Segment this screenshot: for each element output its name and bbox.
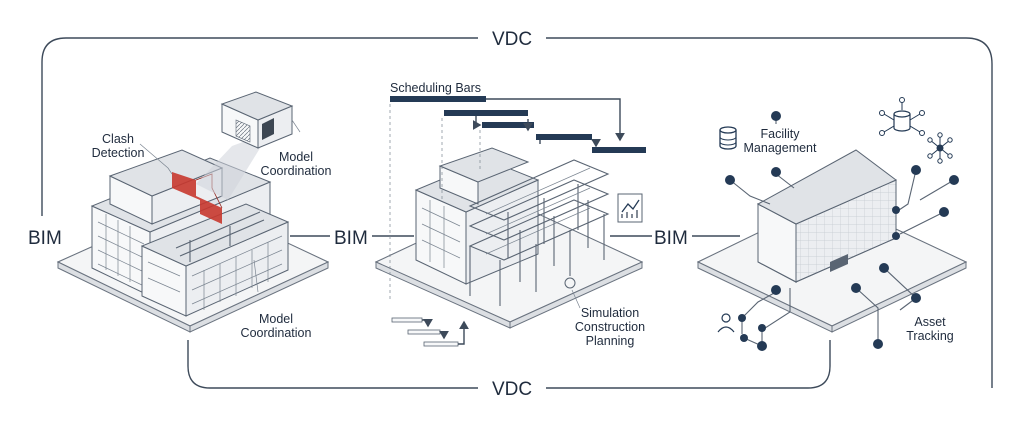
model-coordination-bottom-line1: Model xyxy=(259,312,293,326)
network-node xyxy=(939,207,949,217)
network-node xyxy=(879,263,889,273)
clash-label-line2: Detection xyxy=(92,146,145,160)
model-coordination-top-line1: Model xyxy=(279,150,313,164)
network-node xyxy=(771,111,781,121)
detail-box xyxy=(220,91,294,149)
clash-label-line1: Clash xyxy=(102,132,134,146)
person-icon xyxy=(717,313,735,333)
vdc-top-frame xyxy=(41,37,993,388)
network-node xyxy=(757,341,767,351)
model-coordination-bottom-line2: Coordination xyxy=(241,326,312,340)
network-node xyxy=(851,283,861,293)
network-node xyxy=(949,175,959,185)
network-node xyxy=(892,206,900,214)
left-panel-model-coordination xyxy=(56,91,330,333)
schedule-bar-4 xyxy=(536,134,592,140)
network-hub-icon xyxy=(879,97,925,136)
schedule-bar-1 xyxy=(390,96,486,102)
molecule-icon xyxy=(927,132,953,164)
network-node xyxy=(771,285,781,295)
asset-label-line1: Asset xyxy=(914,315,946,329)
trend-chart-icon xyxy=(617,193,643,223)
bim-middle-label-1: BIM xyxy=(334,228,368,249)
simulation-label-line2: Construction xyxy=(575,320,645,334)
simulation-label-line1: Simulation xyxy=(581,306,639,320)
vdc-bottom-label: VDC xyxy=(492,379,532,400)
schedule-bar-5 xyxy=(592,147,646,153)
network-node xyxy=(725,175,735,185)
network-node xyxy=(911,165,921,175)
middle-panel-scheduling xyxy=(374,96,646,347)
simulation-label-line3: Planning xyxy=(586,334,635,348)
schedule-bar-2 xyxy=(444,110,528,116)
facility-label-line1: Facility xyxy=(761,127,801,141)
network-node xyxy=(771,167,781,177)
sensor-icon xyxy=(564,277,576,289)
network-node xyxy=(738,314,746,322)
schedule-bar-3 xyxy=(482,122,534,128)
network-node xyxy=(740,334,748,342)
scheduling-bars-label: Scheduling Bars xyxy=(390,81,481,95)
vdc-bottom-frame xyxy=(187,340,831,389)
network-node xyxy=(911,293,921,303)
right-panel-facility xyxy=(696,97,968,351)
bim-left-label: BIM xyxy=(28,228,62,249)
network-node xyxy=(758,324,766,332)
vdc-top-label: VDC xyxy=(492,29,532,50)
asset-label-line2: Tracking xyxy=(906,329,954,343)
model-coordination-top-line2: Coordination xyxy=(261,164,332,178)
facility-label-line2: Management xyxy=(744,141,817,155)
database-icon xyxy=(719,126,737,150)
bim-middle-label-2: BIM xyxy=(654,228,688,249)
clash-duct xyxy=(172,172,222,224)
network-node xyxy=(873,339,883,349)
network-node xyxy=(892,232,900,240)
